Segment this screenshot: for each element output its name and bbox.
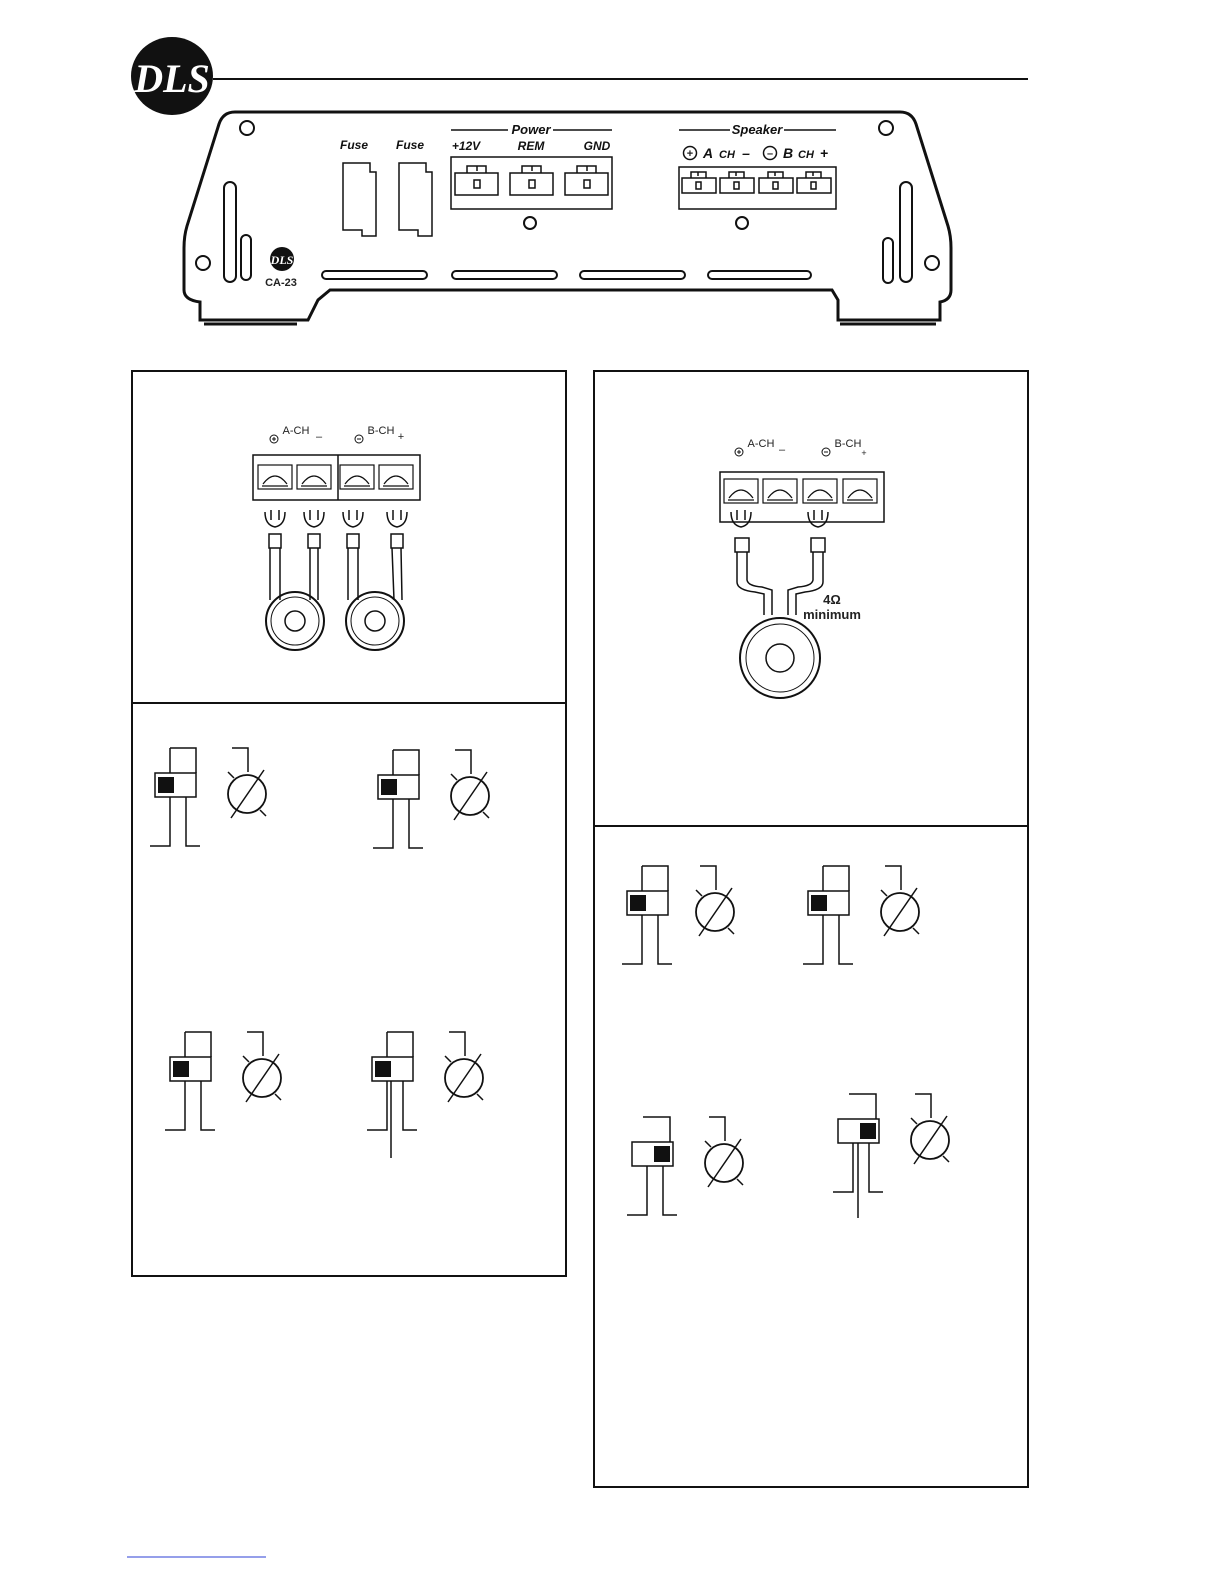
stereo-a-ch-label: A-CH xyxy=(283,425,310,437)
svg-text:+: + xyxy=(398,431,404,443)
svg-text:+: + xyxy=(820,145,828,161)
svg-text:–: – xyxy=(779,444,786,456)
switch-icon xyxy=(373,750,423,848)
knob-icon xyxy=(881,866,919,936)
terminal-gnd-label: GND xyxy=(584,139,611,153)
speaker-icon xyxy=(740,618,820,698)
switch-icon xyxy=(150,748,200,846)
svg-text:–: – xyxy=(316,431,323,443)
logo-letters: DLS xyxy=(133,56,210,101)
knob-icon xyxy=(445,1032,483,1102)
fuse-holders: Fuse Fuse xyxy=(340,138,432,236)
svg-text:CH: CH xyxy=(719,149,736,161)
stereo-wiring-diagram: A-CH – B-CH + xyxy=(253,425,420,650)
svg-text:+: + xyxy=(687,148,693,160)
dls-logo: DLS xyxy=(131,37,213,115)
switch-icon xyxy=(803,866,853,964)
knob-icon xyxy=(705,1117,743,1187)
amp-end-panel: DLS CA-23 xyxy=(184,112,951,324)
bridged-wiring-diagram: A-CH – B-CH + 4Ω minimum xyxy=(720,438,884,698)
knob-icon xyxy=(451,750,489,820)
model-label: CA-23 xyxy=(265,277,297,289)
fuse-label-2: Fuse xyxy=(396,138,424,152)
svg-text:CH: CH xyxy=(798,149,815,161)
speaker-a-label: A xyxy=(702,145,713,161)
switch-icon xyxy=(165,1032,215,1130)
speaker-icon xyxy=(346,592,404,650)
bridged-b-ch-label: B-CH xyxy=(835,438,862,450)
speaker-title: Speaker xyxy=(732,122,784,137)
terminal-12v-label: +12V xyxy=(452,139,481,153)
svg-text:–: – xyxy=(767,148,773,160)
knob-icon xyxy=(243,1032,281,1102)
knob-icon xyxy=(228,748,266,818)
impedance-minimum: minimum xyxy=(803,607,861,622)
power-terminal-block: Power +12V REM GND xyxy=(451,122,612,209)
bridged-a-ch-label: A-CH xyxy=(748,438,775,450)
switch-icon xyxy=(627,1117,677,1215)
fuse-label-1: Fuse xyxy=(340,138,368,152)
impedance-value: 4Ω xyxy=(823,592,841,607)
speaker-icon xyxy=(266,592,324,650)
switch-icon xyxy=(622,866,672,964)
speaker-terminal-block: Speaker + A CH – – B CH + xyxy=(679,122,836,209)
switch-icon xyxy=(367,1032,417,1130)
power-title: Power xyxy=(511,122,551,137)
knob-icon xyxy=(696,866,734,936)
svg-text:+: + xyxy=(861,448,866,458)
bridged-settings-panel xyxy=(622,866,949,1218)
terminal-rem-label: REM xyxy=(518,139,546,153)
svg-text:–: – xyxy=(742,145,750,161)
svg-text:DLS: DLS xyxy=(270,253,294,267)
stereo-b-ch-label: B-CH xyxy=(368,425,395,437)
speaker-b-label: B xyxy=(783,145,793,161)
knob-icon xyxy=(911,1094,949,1164)
stereo-settings-panel xyxy=(150,748,489,1158)
